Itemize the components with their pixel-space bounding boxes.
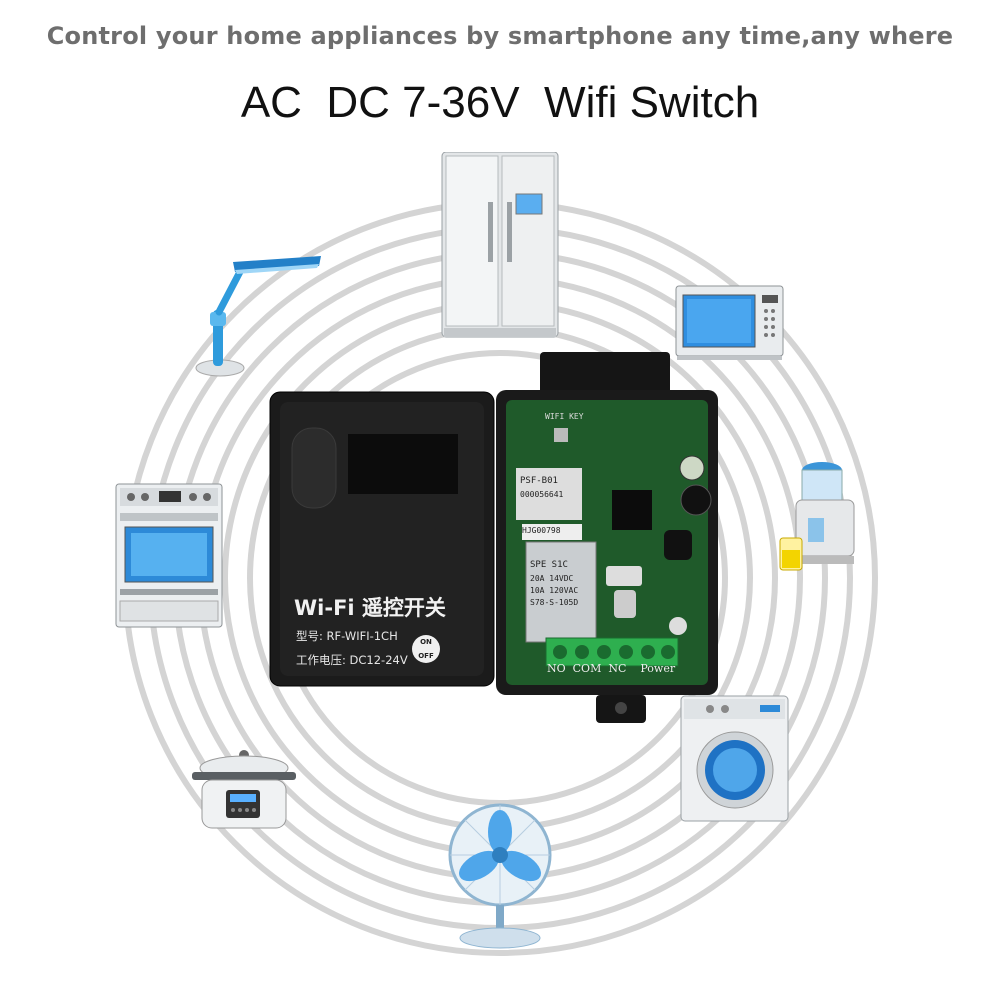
rice-cooker-icon (190, 748, 298, 833)
relay-spec-1: 20A 14VDC (530, 574, 574, 583)
headline: AC DC 7-36V Wifi Switch (240, 78, 760, 127)
terminal-labels: NO COM NC Power (547, 662, 676, 675)
washing-machine-icon (680, 695, 790, 825)
microwave-icon (675, 285, 785, 360)
wifi-key-label: WIFI KEY (545, 412, 584, 421)
module-code: HJG00798 (522, 526, 561, 535)
wifi-switch-case (268, 390, 498, 690)
pcb-board (496, 350, 718, 725)
tagline: Control your home appliances by smartpho… (46, 22, 954, 50)
case-voltage: 工作电压: DC12-24V (296, 653, 408, 667)
relay-spec-2: 10A 120VAC (530, 586, 579, 595)
relay-part: S78-S-105D (530, 598, 579, 607)
on-off-button[interactable]: ON OFF (412, 635, 440, 663)
oven-icon (115, 483, 223, 628)
module-serial: 000056641 (520, 490, 564, 499)
juicer-icon (778, 458, 858, 578)
refrigerator-icon (440, 152, 560, 342)
desk-lamp-icon (195, 250, 325, 380)
relay-brand: SPE S1C (530, 560, 568, 570)
case-model: 型号: RF-WIFI-1CH (296, 629, 398, 643)
module-label: PSF-B01 (520, 476, 558, 486)
case-title: Wi-Fi 遥控开关 (294, 596, 446, 620)
case-label: Wi-Fi 遥控开关 型号: RF-WIFI-1CH 工作电压: DC12-24… (272, 580, 494, 690)
fan-icon (445, 800, 555, 950)
